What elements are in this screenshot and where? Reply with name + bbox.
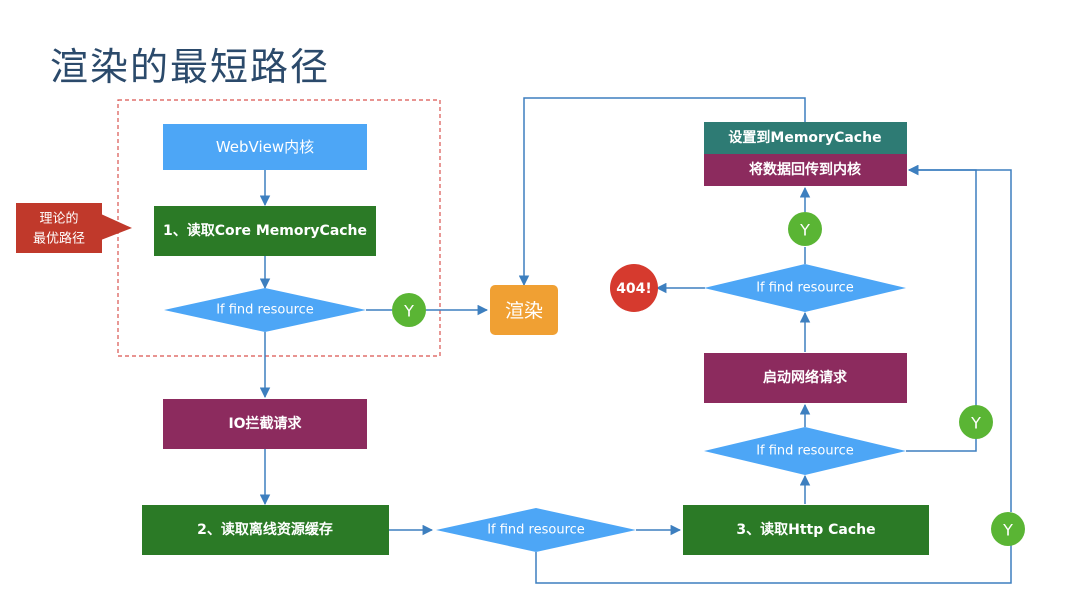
- yes-1-label: Y: [403, 302, 414, 321]
- yes-4-label: Y: [799, 221, 810, 240]
- yes-2-badge: [991, 512, 1025, 546]
- not-found-badge: [610, 264, 658, 312]
- io-intercept-box: [163, 399, 367, 449]
- decision-4-label: If find resource: [756, 281, 854, 296]
- yes-3-label: Y: [970, 414, 981, 433]
- render-box: [490, 285, 558, 335]
- send-back-label: 将数据回传到内核: [749, 161, 861, 178]
- read-http-cache-label: 3、读取Http Cache: [736, 521, 875, 538]
- decision-3-diamond: [704, 427, 906, 475]
- read-core-memorycache-box: [154, 206, 376, 256]
- optimal-path-frame: [117, 99, 441, 357]
- decision-4-diamond: [704, 264, 906, 312]
- decision-3-label: If find resource: [756, 444, 854, 459]
- set-memorycache-box: [704, 122, 907, 154]
- yes-1-badge: [392, 293, 426, 327]
- network-request-label: 启动网络请求: [763, 369, 848, 386]
- decision-2-label: If find resource: [487, 523, 585, 538]
- read-offline-cache-label: 2、读取离线资源缓存: [197, 521, 333, 538]
- network-request-box: [704, 353, 907, 403]
- io-intercept-label: IO拦截请求: [228, 415, 302, 432]
- webview-core-box: [163, 124, 367, 170]
- set-memorycache-label: 设置到MemoryCache: [728, 129, 881, 146]
- read-offline-cache-box: [142, 505, 389, 555]
- render-label: 渲染: [505, 300, 543, 322]
- decision-1-label: If find resource: [216, 303, 314, 318]
- not-found-label: 404!: [616, 281, 652, 297]
- decision-1-diamond: [164, 288, 366, 332]
- decision-2-diamond: [436, 508, 636, 552]
- optimal-path-callout: 理论的 最优路径: [16, 203, 132, 253]
- yes-4-badge: [788, 212, 822, 246]
- read-core-memorycache-label: 1、读取Core MemoryCache: [163, 222, 367, 239]
- read-http-cache-box: [683, 505, 929, 555]
- callout-line-1: 理论的: [39, 211, 78, 227]
- send-back-box: [704, 154, 907, 186]
- connectors: [259, 97, 1012, 584]
- page-title: 渲染的最短路径: [50, 45, 331, 89]
- yes-2-label: Y: [1002, 521, 1013, 540]
- callout-line-2: 最优路径: [33, 231, 85, 247]
- yes-3-badge: [959, 405, 993, 439]
- webview-core-label: WebView内核: [216, 138, 314, 156]
